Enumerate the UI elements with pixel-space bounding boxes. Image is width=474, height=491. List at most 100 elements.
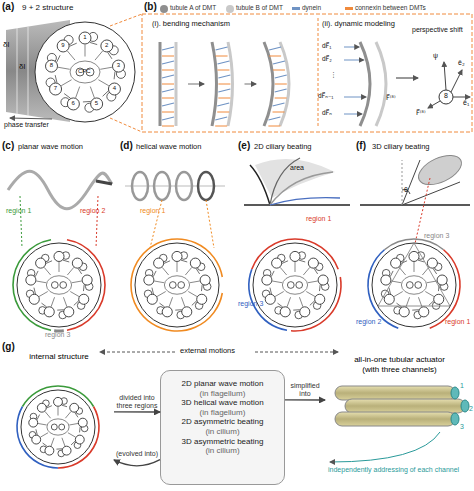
force-arrow [344, 47, 359, 48]
tubule-a [67, 98, 79, 110]
region-arc [291, 277, 341, 331]
label-text: region 3 [424, 232, 449, 240]
connexin-link [162, 98, 174, 99]
tubule-a [381, 275, 391, 285]
dynein-link [162, 75, 174, 78]
connexin-link [215, 126, 227, 127]
axoneme-membrane [372, 243, 456, 327]
shift-arrow [396, 77, 418, 79]
region-arc [67, 240, 105, 331]
phase-arrow [10, 118, 52, 119]
dynein-arm [412, 309, 419, 310]
tubule-a [315, 294, 325, 304]
label-text: F⃗⁽⁸⁾ [416, 109, 426, 116]
label-text: dF⃗₂ [322, 55, 332, 62]
radial-spoke [295, 262, 296, 272]
radial-spoke [287, 297, 290, 306]
radial-spoke [70, 292, 79, 297]
central-microtubule [415, 282, 422, 289]
radial-spoke [36, 281, 46, 283]
planar-wave [8, 171, 112, 209]
tubule-a [36, 258, 46, 268]
dynein-arm [90, 42, 98, 44]
central-microtubule [60, 282, 67, 289]
label-text: θ [404, 186, 408, 194]
radial-spoke [306, 292, 315, 297]
tubule-a [54, 397, 63, 406]
tubule-a [50, 83, 62, 95]
radial-spoke [45, 411, 51, 418]
connexin-link [162, 70, 174, 71]
dynein-arm [56, 448, 62, 449]
connexin-link [273, 70, 285, 71]
central-sheath [70, 61, 100, 83]
motion-text: (in flagellum) [164, 408, 281, 418]
tubule-a [262, 275, 272, 285]
radial-spoke [69, 423, 78, 425]
dynein-arm [57, 55, 60, 62]
radial-spoke [157, 292, 166, 297]
tubule-a [290, 251, 300, 261]
dynein-arm [74, 301, 79, 306]
tubule-a [427, 258, 437, 268]
dynein-arm [282, 261, 288, 264]
axis-arrow [444, 62, 446, 90]
segment-line [17, 28, 18, 114]
label-text: ê₁ [463, 99, 469, 107]
radial-spoke [61, 80, 71, 86]
dynein-arm [390, 271, 393, 277]
dynein-arm [270, 288, 272, 294]
radial-spoke [59, 262, 60, 272]
node-heading: internal structure [4, 352, 114, 362]
radial-spoke [303, 267, 309, 275]
flagellum-head [96, 181, 112, 184]
central-microtubule [287, 282, 294, 289]
dynein-arm [79, 427, 81, 433]
tubule-a [79, 294, 89, 304]
region-arc [22, 386, 93, 407]
stage-arrow [188, 83, 204, 84]
central-sheath [46, 276, 71, 294]
label-text: divided into three regions [112, 394, 162, 410]
dynein-arm [175, 309, 182, 310]
connexin-link [268, 126, 280, 127]
label-text: region 1 [140, 207, 165, 215]
address-arrow [330, 432, 440, 462]
tubule-a [384, 294, 394, 304]
radial-spoke [98, 80, 108, 86]
dynein-arm [271, 271, 274, 277]
motion-text: (in cilium) [164, 446, 281, 456]
cilium-stroke [270, 172, 333, 205]
connexin-link [162, 84, 174, 85]
radial-spoke [67, 267, 73, 275]
label-text: 9 [61, 42, 64, 49]
dynein-link [269, 47, 281, 50]
region-arc [17, 407, 58, 469]
dynein-link [275, 75, 287, 78]
connexin-link [218, 98, 230, 99]
tubule-a [154, 258, 164, 268]
label-text: 2 [469, 405, 473, 413]
dynein-arm [114, 71, 116, 79]
label-text: region 2 [80, 207, 105, 215]
actuator-channel [345, 399, 465, 413]
label-text: (e) [238, 140, 250, 152]
dynein-arm [37, 415, 40, 420]
beat-cone [414, 149, 466, 190]
tubule-a [108, 83, 120, 95]
region-arc [131, 239, 222, 331]
tubule-a [182, 307, 192, 317]
motion-text: 3D helical wave motion [164, 398, 281, 408]
channel-end [451, 387, 459, 399]
central-sheath [401, 276, 426, 294]
tubule-a [91, 98, 103, 110]
radial-spoke [38, 423, 47, 425]
label-text: (ii). dynamic modeling [322, 20, 395, 29]
tubule-a [82, 275, 92, 285]
connexin-link [273, 112, 285, 113]
helix-loop [176, 172, 192, 200]
zoom-box [142, 14, 472, 132]
motion-text: (in cilium) [164, 427, 281, 437]
radial-spoke [425, 292, 434, 297]
radial-spoke [58, 67, 70, 69]
